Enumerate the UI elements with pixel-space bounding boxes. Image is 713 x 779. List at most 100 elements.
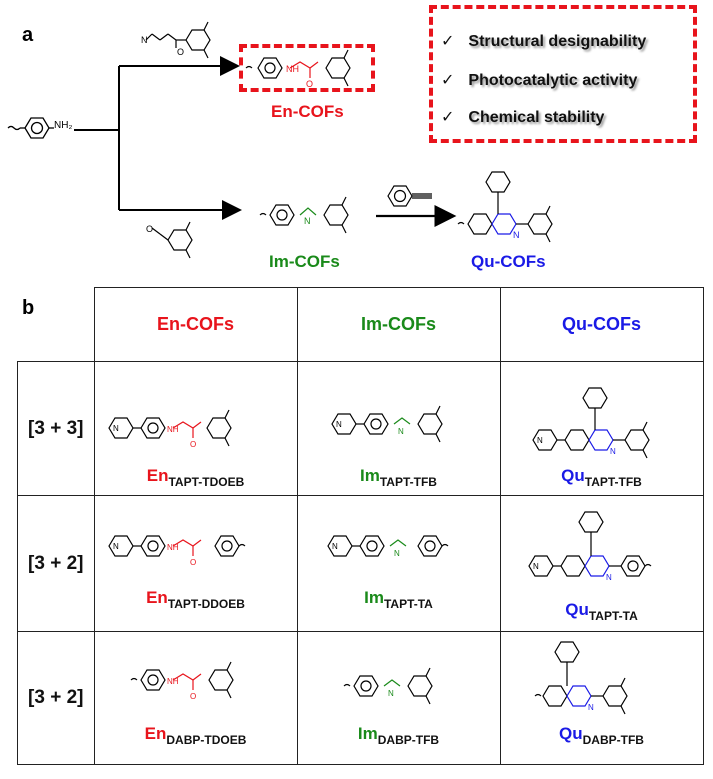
cof-table: En-COFs Im-COFs Qu-COFs [3 + 3] N NH O	[17, 287, 704, 765]
svg-text:N: N	[537, 436, 543, 445]
compound-label: QuDABP-TFB	[501, 724, 703, 747]
compound-label: ImTAPT-TFB	[298, 466, 500, 489]
amine-nh2-label: NH₂	[54, 120, 73, 131]
compound-label: EnDABP-TDOEB	[95, 724, 297, 747]
compound-prefix: En	[144, 724, 167, 743]
compound-subscript: TAPT-DDOEB	[167, 597, 245, 611]
amine-monomer	[7, 117, 54, 139]
svg-text:N: N	[610, 447, 616, 456]
compound-subscript: TAPT-TA	[383, 597, 433, 611]
qu-cell: N QuDABP-TFB	[499, 631, 704, 765]
compound-label: ImTAPT-TA	[298, 588, 500, 611]
row-type-label: [3 + 3]	[17, 361, 95, 496]
aldehyde-reagent	[151, 221, 193, 259]
im-structure: NN	[326, 535, 448, 558]
compound-subscript: TAPT-TA	[588, 609, 638, 623]
compound-label: EnTAPT-TDOEB	[95, 466, 297, 489]
svg-text:O: O	[190, 692, 196, 701]
column-header-im: Im-COFs	[296, 287, 501, 362]
compound-prefix: Im	[364, 588, 384, 607]
qu-structure: NN	[531, 387, 650, 459]
compound-label: QuTAPT-TFB	[501, 466, 703, 489]
compound-label: ImDABP-TFB	[298, 724, 500, 747]
svg-text:N: N	[388, 689, 394, 698]
feature-text: Structural designability	[468, 33, 647, 50]
check-icon: ✓	[441, 109, 455, 126]
en-cof-linkage	[245, 49, 351, 87]
feature-item: ✓Chemical stability	[441, 107, 604, 127]
svg-text:NH: NH	[167, 425, 179, 434]
table-header-row: En-COFs Im-COFs Qu-COFs	[17, 287, 704, 362]
o-atom-label: O	[146, 224, 153, 234]
svg-text:N: N	[606, 573, 612, 582]
compound-subscript: TAPT-TDOEB	[168, 475, 245, 489]
compound-prefix: En	[146, 466, 169, 485]
svg-text:N: N	[113, 424, 119, 433]
n-atom-label: N	[304, 216, 311, 226]
svg-text:O: O	[190, 440, 196, 449]
compound-prefix: En	[146, 588, 168, 607]
panel-a-label: a	[22, 24, 34, 46]
n-atom-label: N	[513, 230, 520, 240]
reaction-scheme: N O O NH O N N	[7, 21, 553, 259]
compound-label: EnTAPT-DDOEB	[95, 588, 297, 611]
im-cell: N N ImTAPT-TFB	[296, 361, 501, 496]
o-atom-label: O	[306, 79, 313, 89]
compound-label: QuTAPT-TA	[501, 600, 703, 623]
branch-lines	[74, 56, 457, 227]
compound-subscript: DABP-TFB	[377, 733, 440, 747]
qu-structure: N	[534, 641, 628, 715]
nh-atom-label: NH	[286, 64, 299, 74]
qu-cofs-label: Qu-COFs	[471, 252, 546, 271]
compound-subscript: TAPT-TFB	[379, 475, 437, 489]
compound-prefix: Im	[360, 466, 380, 485]
svg-text:N: N	[336, 420, 342, 429]
svg-text:N: N	[588, 703, 594, 712]
check-icon: ✓	[441, 72, 455, 89]
check-icon: ✓	[441, 33, 455, 50]
en-cell: N NH O EnTAPT-TDOEB	[93, 361, 298, 496]
im-cof-linkage	[259, 196, 349, 234]
im-cofs-label: Im-COFs	[269, 252, 340, 271]
svg-text:NH: NH	[167, 543, 179, 552]
feature-text: Photocatalytic activity	[468, 72, 638, 89]
en-cofs-label: En-COFs	[271, 102, 344, 121]
compound-subscript: TAPT-TFB	[584, 475, 642, 489]
compound-prefix: Im	[357, 724, 378, 743]
compound-prefix: Qu	[561, 466, 585, 485]
compound-subscript: DABP-TDOEB	[166, 733, 247, 747]
svg-text:N: N	[533, 562, 539, 571]
feature-item: ✓ Photocatalytic activity	[441, 70, 637, 90]
compound-subscript: DABP-TFB	[582, 733, 644, 747]
im-cell: N ImDABP-TFB	[296, 631, 501, 765]
column-header-en: En-COFs	[93, 287, 298, 362]
phenylacetylene-reagent	[387, 185, 432, 207]
n-atom-label: N	[141, 35, 148, 45]
compound-prefix: Qu	[565, 600, 589, 619]
svg-text:N: N	[394, 549, 400, 558]
svg-text:N: N	[398, 427, 404, 436]
row-type-label: [3 + 2]	[17, 631, 95, 765]
svg-text:N: N	[332, 542, 338, 551]
column-header-qu: Qu-COFs	[499, 287, 704, 362]
row-type-label: [3 + 2]	[17, 495, 95, 632]
svg-text:N: N	[113, 542, 119, 551]
en-structure: N NH O	[107, 409, 232, 449]
qu-structure: NN	[527, 511, 651, 582]
feature-item: ✓ Structural designability	[441, 31, 646, 51]
compound-prefix: Qu	[559, 724, 583, 743]
im-structure: N	[343, 667, 433, 705]
enaminone-reagent	[145, 21, 211, 59]
en-cof-highlight-box	[239, 44, 375, 92]
empty-corner-cell	[17, 287, 95, 362]
o-atom-label: O	[177, 47, 184, 57]
qu-cof-linkage	[457, 171, 553, 243]
